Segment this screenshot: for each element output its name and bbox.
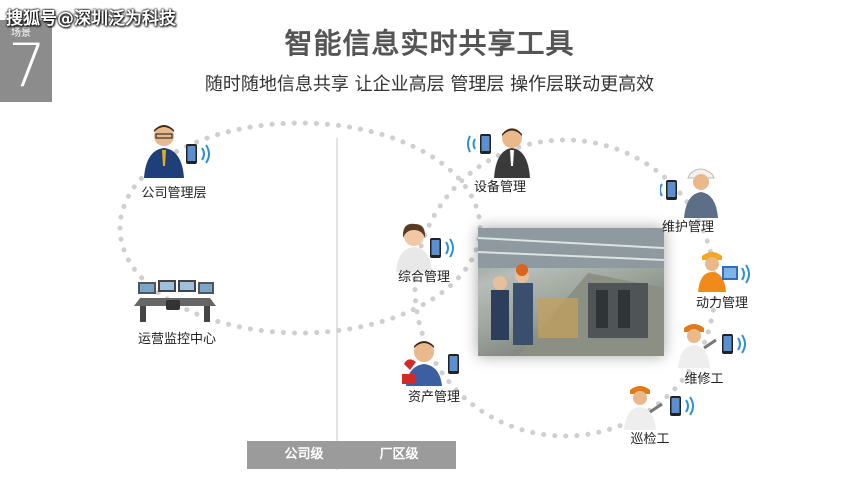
operator-with-phone-icon (402, 341, 459, 386)
label-equipment-mgmt: 设备管理 (473, 180, 527, 195)
label-inspector: 巡检工 (630, 432, 670, 447)
engineer-with-phone-icon (659, 168, 718, 218)
node-equipment-mgmt: 设备管理 (466, 126, 546, 195)
label-general-mgmt: 综合管理 (397, 270, 451, 285)
scene-badge: 场景 7 (0, 20, 52, 102)
receptionist-with-phone-icon (396, 223, 454, 272)
page-subtitle: 随时随地信息共享 让企业高层 管理层 操作层联动更高效 (204, 74, 655, 95)
node-general-mgmt: 综合管理 (388, 222, 468, 285)
node-inspector: 巡检工 (620, 382, 700, 447)
node-power-mgmt: 动力管理 (692, 248, 772, 311)
scene-number: 7 (8, 31, 47, 101)
inspector-with-phone-icon (624, 386, 694, 430)
manager-with-phone-icon (144, 125, 210, 178)
node-company-mgmt: 公司管理层 (138, 122, 218, 201)
node-maintenance-mgmt: 维护管理 (659, 164, 740, 235)
label-power-mgmt: 动力管理 (695, 296, 749, 311)
worker-with-computer-icon (698, 252, 750, 292)
node-repair-worker: 维修工 (674, 320, 754, 387)
watermark: 搜狐号@深圳泛为科技 (6, 9, 176, 29)
tier-plant-level-button[interactable]: 厂区级 (342, 441, 456, 469)
factory-photo (478, 228, 664, 356)
label-repair-worker: 维修工 (684, 372, 724, 387)
node-ops-center: 运营监控中心 (130, 276, 220, 347)
node-asset-mgmt: 资产管理 (398, 336, 478, 405)
repair-worker-with-phone-icon (678, 324, 746, 368)
control-room-icon (134, 280, 216, 322)
scene-label: 场景 (11, 28, 31, 39)
page-title: 智能信息实时共享工具 (284, 27, 575, 60)
manager-with-phone-icon (467, 128, 530, 178)
label-ops-center: 运营监控中心 (137, 332, 217, 347)
label-asset-mgmt: 资产管理 (407, 390, 461, 405)
label-company-mgmt: 公司管理层 (141, 186, 207, 201)
label-maintenance-mgmt: 维护管理 (661, 220, 715, 235)
